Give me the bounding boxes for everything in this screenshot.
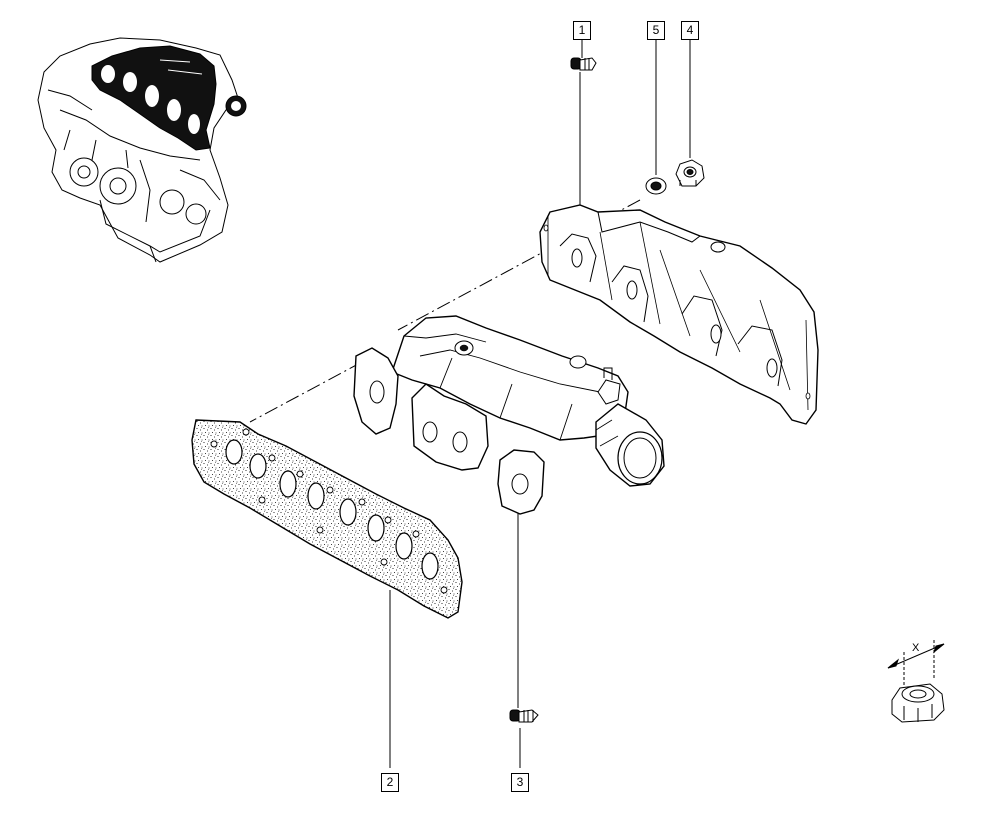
heat-shield bbox=[539, 204, 819, 425]
exhaust-manifold bbox=[353, 315, 665, 515]
detail-x-label: X bbox=[912, 642, 920, 654]
alignment-axes bbox=[249, 199, 641, 423]
detail-x-nut-view bbox=[887, 640, 945, 723]
stud-part-3 bbox=[509, 709, 539, 723]
nut-part-4 bbox=[675, 159, 705, 187]
callout-label-2: 2 bbox=[381, 773, 399, 792]
callout-label-5: 5 bbox=[647, 21, 665, 40]
washer-part-5 bbox=[645, 177, 667, 195]
leader-lines bbox=[389, 40, 691, 768]
callout-label-1: 1 bbox=[573, 21, 591, 40]
callout-label-3: 3 bbox=[511, 773, 529, 792]
gasket-part-2 bbox=[191, 419, 463, 619]
stud-part-1 bbox=[570, 57, 597, 71]
callout-label-4: 4 bbox=[681, 21, 699, 40]
engine-locator-thumbnail bbox=[37, 37, 247, 263]
